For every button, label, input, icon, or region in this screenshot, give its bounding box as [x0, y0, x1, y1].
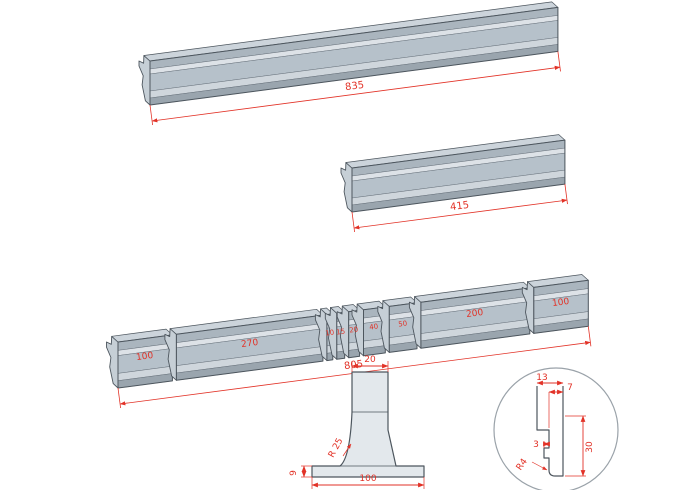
seg-dim-10: 10	[325, 328, 335, 337]
detail-circle-view	[493, 367, 619, 490]
seg-dim-15: 15	[336, 327, 346, 336]
detail-dims	[531, 380, 586, 477]
bars-layer	[106, 1, 589, 389]
profile-dim-base-height: 9	[289, 470, 299, 476]
seg-dim-100-left: 100	[136, 351, 155, 363]
detail-dim-width-outer: 13	[536, 373, 547, 383]
detail-dim-height: 30	[585, 441, 595, 453]
detail-dim-notch: 3	[533, 440, 539, 450]
dim-label-805: 805	[343, 359, 363, 372]
detail-dim-width-tip: 7	[567, 383, 573, 393]
seg-dim-50: 50	[398, 319, 408, 328]
dimension-labels: 835 415 805 100 270 10 15 20 40 50 200 1…	[136, 80, 595, 484]
profile-outline	[311, 371, 425, 478]
profile-dim-base-width: 100	[359, 474, 376, 484]
seg-dim-270: 270	[241, 338, 260, 350]
bar-415	[340, 134, 566, 213]
dim-label-835: 835	[344, 80, 364, 93]
detail-circle	[493, 367, 619, 490]
profile-section-view	[301, 361, 425, 489]
dim-415	[351, 184, 568, 233]
dim-835	[149, 51, 561, 126]
profile-dims	[301, 361, 425, 489]
profile-dim-radius: R 25	[327, 437, 345, 460]
detail-profile-outline	[536, 386, 564, 477]
dim-label-415: 415	[449, 200, 469, 213]
seg-dim-100-right: 100	[552, 297, 571, 309]
seg-dim-200: 200	[466, 308, 485, 320]
seg-dim-20: 20	[349, 325, 359, 334]
seg-dim-40: 40	[369, 322, 379, 331]
profile-dim-top-width: 20	[364, 355, 376, 365]
seg-100-right	[521, 274, 589, 334]
